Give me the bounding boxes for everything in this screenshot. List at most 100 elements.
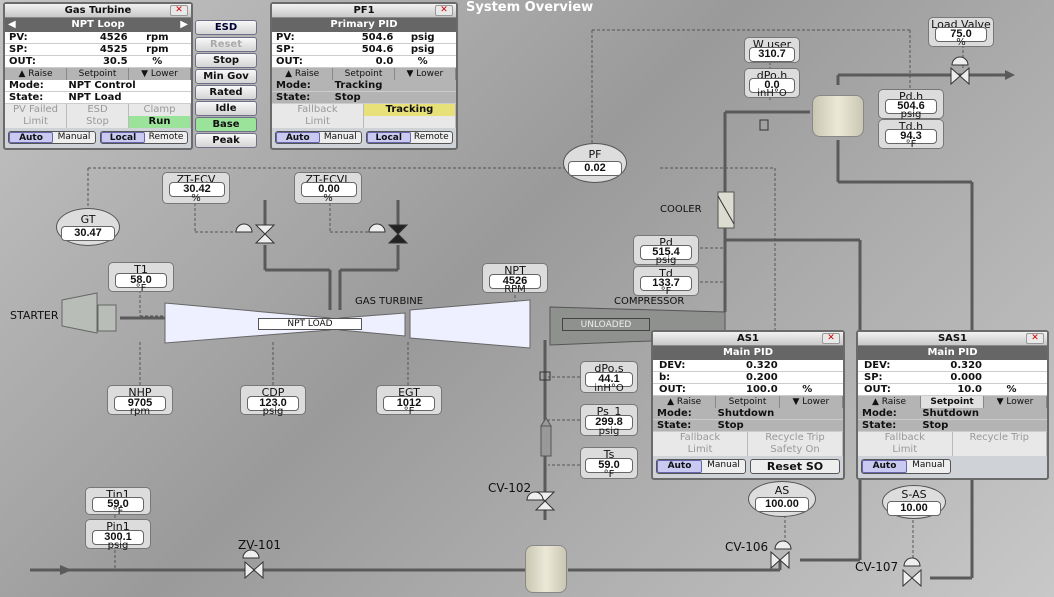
reset-so-button[interactable]: Reset SO [750,459,840,474]
raise-button[interactable]: ▲ Raise [858,396,921,408]
dev-value: 0.320 [950,360,982,371]
cooler-label: COOLER [660,204,702,215]
pin1-indicator[interactable]: Pin1 300.1 psig [85,519,151,551]
setpoint-button[interactable]: Setpoint [333,68,395,80]
peak-button[interactable]: Peak [195,133,257,148]
tag-label: Pin1 [106,520,130,533]
auto-button[interactable]: Auto [9,132,53,143]
state-value: NPT Load [68,92,122,103]
out-value: 0.0 [375,56,394,67]
unit-label: RPM [504,284,526,295]
mode-value: Shutdown [717,408,775,419]
pid-name: Main PID [653,346,843,360]
close-icon[interactable]: ✕ [1026,333,1044,344]
manual-button[interactable]: Manual [707,460,740,470]
pv-label: PV: [276,32,295,43]
cv-106-label: CV-106 [725,540,769,554]
sp-value[interactable]: 504.6 [361,44,394,55]
setpoint-button[interactable]: Setpoint [716,396,780,408]
unit-label: % [191,193,201,204]
tag-label: AS [774,484,790,497]
manual-button[interactable]: Manual [57,132,91,142]
prev-icon[interactable]: ◀ [8,19,16,30]
sp-value[interactable]: 4525 [99,44,128,55]
npt-indicator[interactable]: NPT 4526 RPM [482,263,548,295]
auto-button[interactable]: Auto [276,132,320,143]
s-as-indicator[interactable]: S-AS 10.00 [882,485,946,519]
auto-button[interactable]: Auto [657,460,702,473]
close-icon[interactable]: ✕ [170,5,188,16]
value-readout: 515.4 [640,245,692,260]
raise-button[interactable]: ▲ Raise [272,68,334,80]
auto-manual-toggle[interactable]: Auto Manual [861,459,951,474]
lower-button[interactable]: ▼ Lower [395,68,456,80]
cdp-indicator[interactable]: CDP 123.0 psig [240,385,306,417]
clamp-indicator: Clamp [129,104,191,116]
value-readout: 9705 [114,396,166,411]
egt-indicator[interactable]: EGT 1012 °F [376,385,442,417]
fallback-indicator: Fallback [858,432,953,444]
dev-label: DEV: [864,360,891,371]
pd-h-indicator[interactable]: Pd,h 504.6 psig [878,89,944,120]
nhp-indicator[interactable]: NHP 9705 rpm [107,385,173,417]
out-value: 30.5 [102,56,128,67]
panel-title: AS1 [737,333,759,344]
panel-title: Gas Turbine [64,5,132,16]
pf-indicator[interactable]: PF 0.02 [563,143,627,183]
value-readout: 30.47 [61,226,115,241]
pid-name: Primary PID [272,18,456,32]
tag-label: T1 [134,263,148,276]
auto-manual-toggle[interactable]: Auto Manual [656,459,746,474]
reset-button[interactable]: Reset [195,37,257,52]
pv-unit: rpm [146,32,169,43]
auto-manual-toggle[interactable]: Auto Manual [8,131,96,144]
lower-button[interactable]: ▼ Lower [129,68,191,80]
remote-button[interactable]: Remote [148,132,184,142]
close-icon[interactable]: ✕ [435,5,453,16]
dev-value: 0.320 [746,360,778,371]
raise-button[interactable]: ▲ Raise [5,68,67,80]
unit-label: °F [905,139,917,150]
ts-indicator[interactable]: Ts 59.0 °F [580,447,638,480]
zt-fcvl-indicator[interactable]: ZT-FCVL 0.00 % [294,172,362,204]
mode-label: Mode: [9,80,44,91]
min-gov-button[interactable]: Min Gov [195,69,257,84]
auto-button[interactable]: Auto [862,460,907,473]
base-button[interactable]: Base [195,117,257,132]
w-user-indicator[interactable]: W user 310.7 [744,37,800,63]
load-valve-indicator[interactable]: Load Valve 75.0 % [928,17,994,48]
as-indicator[interactable]: AS 100.00 [748,481,816,517]
local-button[interactable]: Local [367,132,411,143]
dpo-h-indicator[interactable]: dPo,h 0.0 inH°O [744,68,800,99]
dpo-s-indicator[interactable]: dPo,s 44.1 inH°O [580,361,638,394]
td-indicator[interactable]: Td 133.7 °F [633,266,699,297]
setpoint-button[interactable]: Setpoint [921,396,984,408]
tin1-indicator[interactable]: Tin1 59.0 °F [85,487,151,517]
loop-selector[interactable]: ◀ NPT Loop ▶ [5,18,191,32]
manual-button[interactable]: Manual [912,460,945,470]
ps-1-indicator[interactable]: Ps_1 299.8 psig [580,404,638,437]
loop-name: NPT Loop [71,19,125,30]
pd-indicator[interactable]: Pd 515.4 psig [633,235,699,266]
lower-button[interactable]: ▼ Lower [984,396,1047,408]
t1-indicator[interactable]: T1 58.0 °F [108,262,174,294]
esd-button[interactable]: ESD [195,20,257,35]
close-icon[interactable]: ✕ [822,333,840,344]
setpoint-button[interactable]: Setpoint [67,68,129,80]
remote-button[interactable]: Remote [413,132,449,142]
lower-button[interactable]: ▼ Lower [780,396,843,408]
raise-button[interactable]: ▲ Raise [653,396,717,408]
zt-fcv-indicator[interactable]: ZT-FCV 30.42 % [162,172,230,204]
td-h-indicator[interactable]: Td,h 94.3 °F [878,119,944,150]
stop-button[interactable]: Stop [195,53,257,68]
sp-value[interactable]: 0.000 [950,372,982,383]
next-icon[interactable]: ▶ [180,19,188,30]
idle-button[interactable]: Idle [195,101,257,116]
rated-button[interactable]: Rated [195,85,257,100]
local-button[interactable]: Local [101,132,145,143]
manual-button[interactable]: Manual [323,132,357,142]
gt-indicator[interactable]: GT 30.47 [56,208,120,246]
